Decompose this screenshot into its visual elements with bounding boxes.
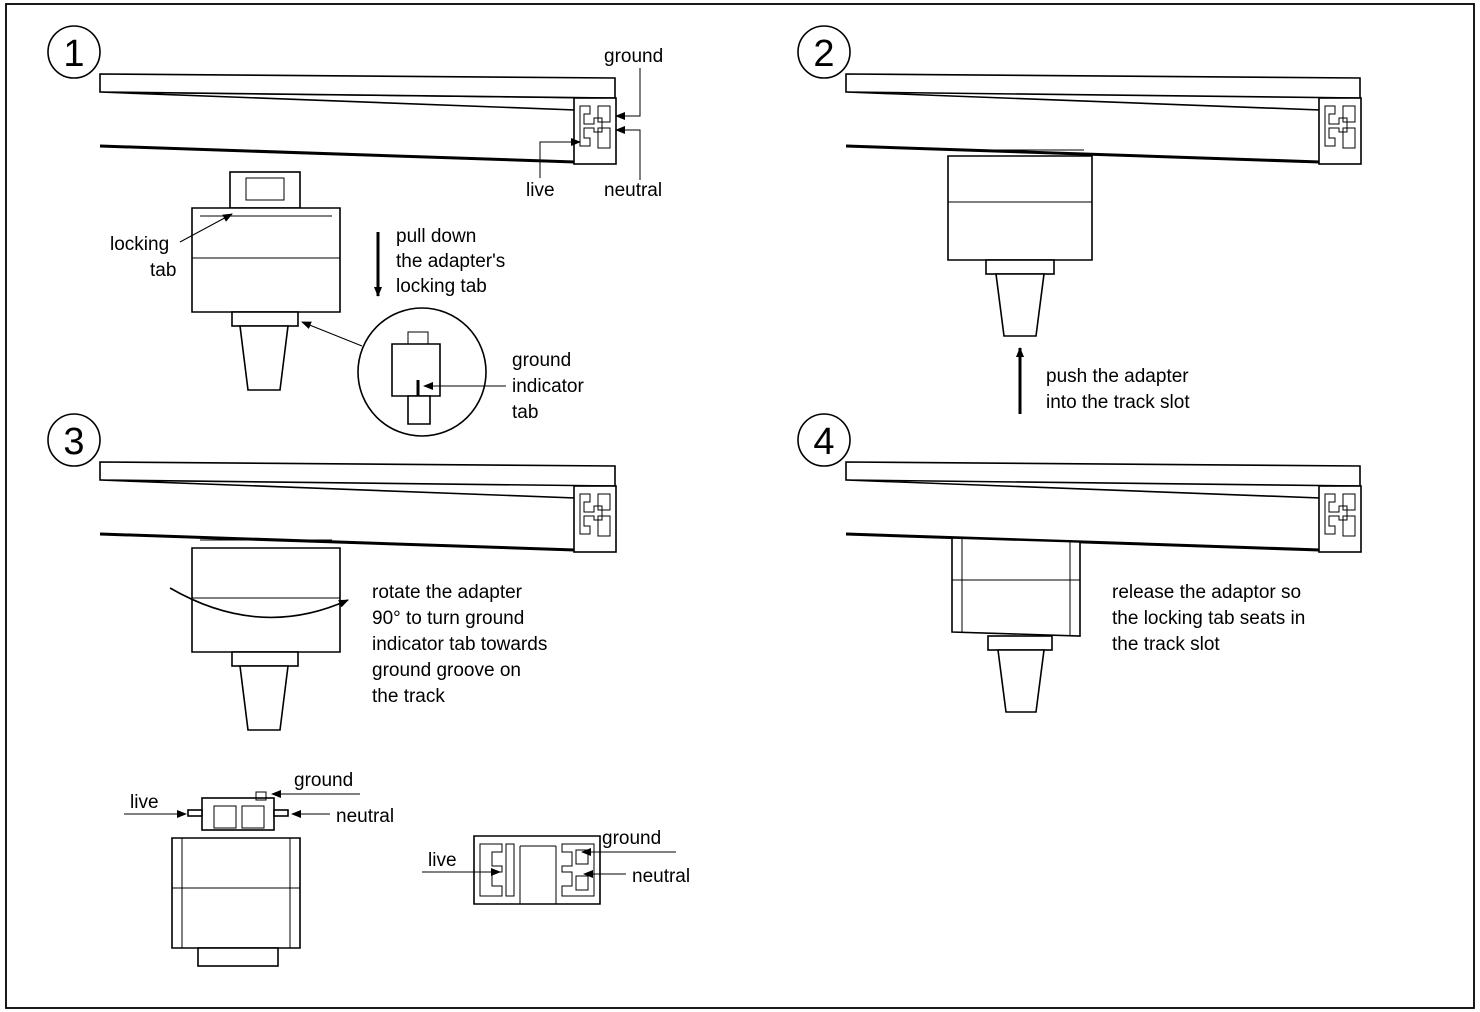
diagram-frame bbox=[5, 3, 1475, 1009]
step-1-ground-indicator-2: indicator bbox=[512, 376, 584, 397]
step-1-live-label: live bbox=[526, 180, 555, 201]
step-3-number: 3 bbox=[63, 421, 84, 463]
step-4-instruction-1: release the adaptor so bbox=[1112, 582, 1301, 603]
track-live-label: live bbox=[428, 850, 457, 871]
step-2: 2 push the adapter into the track slot bbox=[797, 25, 1362, 414]
step-4: 4 release the adaptor so the locking tab… bbox=[797, 413, 1362, 713]
adapter-terminal-detail: live ground neutral bbox=[124, 770, 394, 967]
track-cross-section: live ground neutral bbox=[422, 828, 690, 905]
adapter-1 bbox=[191, 171, 341, 391]
step-1-locking-label-1: locking bbox=[110, 234, 169, 255]
step-3-instruction-4: ground groove on bbox=[372, 660, 521, 681]
track-neutral-label: neutral bbox=[632, 866, 690, 887]
track-ground-label: ground bbox=[602, 828, 661, 849]
step-2-number: 2 bbox=[813, 33, 834, 75]
step-3-instruction-5: the track bbox=[372, 686, 445, 707]
step-4-number: 4 bbox=[813, 421, 834, 463]
adapter-3 bbox=[169, 539, 349, 731]
step-3-instruction-3: indicator tab towards bbox=[372, 634, 547, 655]
track-rail-1 bbox=[99, 73, 617, 165]
step-1-neutral-label: neutral bbox=[604, 180, 662, 201]
adapter-neutral-label: neutral bbox=[336, 806, 394, 827]
track-rail-2 bbox=[845, 73, 1362, 165]
step-1-ground-indicator-1: ground bbox=[512, 350, 571, 371]
ground-indicator-detail bbox=[301, 307, 487, 437]
track-rail-3 bbox=[99, 461, 617, 553]
step-2-instruction-1: push the adapter bbox=[1046, 366, 1189, 387]
step-1-ground-indicator-3: tab bbox=[512, 402, 538, 423]
step-4-instruction-3: the track slot bbox=[1112, 634, 1220, 655]
step-1-instruction-3: locking tab bbox=[396, 276, 487, 297]
adapter-ground-label: ground bbox=[294, 770, 353, 791]
step-3-instruction-1: rotate the adapter bbox=[372, 582, 523, 603]
step-1-instruction-2: the adapter's bbox=[396, 251, 505, 272]
step-1-ground-label: ground bbox=[604, 46, 663, 67]
step-3: 3 rotate the adapter 90° to turn ground … bbox=[47, 413, 617, 731]
adapter-live-label: live bbox=[130, 792, 159, 813]
step-1-instruction-1: pull down bbox=[396, 226, 476, 247]
step-2-instruction-2: into the track slot bbox=[1046, 392, 1190, 413]
adapter-4 bbox=[951, 537, 1081, 713]
step-4-instruction-2: the locking tab seats in bbox=[1112, 608, 1305, 629]
track-rail-4 bbox=[845, 461, 1362, 553]
step-1-number: 1 bbox=[63, 33, 84, 75]
step-1: 1 ground neutral live locking tab bbox=[47, 25, 663, 437]
step-1-locking-label-2: tab bbox=[150, 260, 176, 281]
adapter-2 bbox=[947, 149, 1093, 337]
step-3-instruction-2: 90° to turn ground bbox=[372, 608, 524, 629]
